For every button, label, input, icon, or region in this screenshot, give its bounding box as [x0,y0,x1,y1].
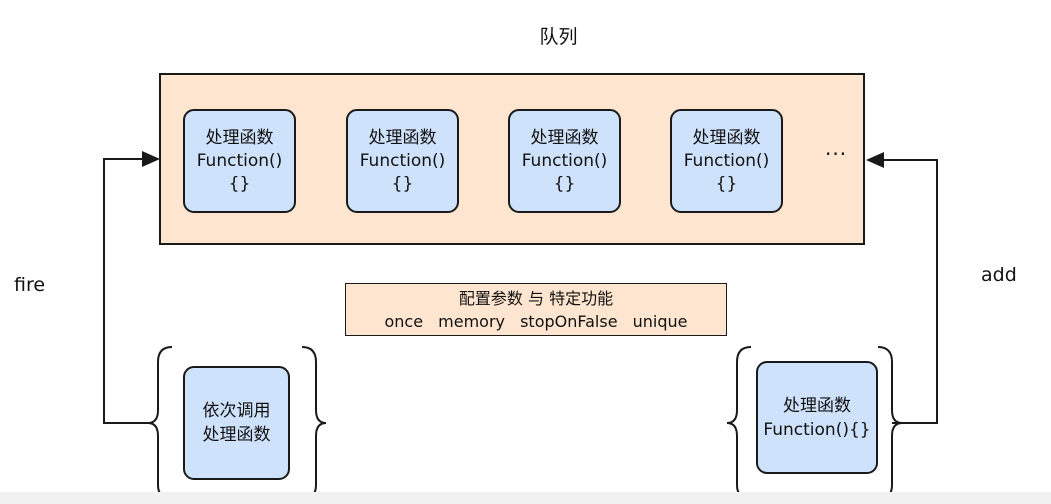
left-brace-left [147,346,173,500]
function-signature: Function() [683,150,770,171]
function-signature: Function() [359,150,446,171]
param-memory: memory [438,312,505,331]
param-unique: unique [632,312,688,331]
add-function-label: 处理函数 [783,395,851,416]
config-params: once memory stopOnFalse unique [346,310,726,333]
right-brace-right [877,346,903,500]
function-label: 处理函数 [530,127,599,148]
config-box: 配置参数 与 特定功能 once memory stopOnFalse uniq… [345,283,727,336]
function-label: 处理函数 [692,127,761,148]
function-body: {} [553,173,576,194]
function-body: {} [228,173,251,194]
fire-label: fire [14,274,46,296]
function-body: {} [391,173,414,194]
add-function-box: 处理函数 Function(){} [756,361,878,474]
invoke-box: 依次调用 处理函数 [183,366,290,480]
add-function-signature: Function(){} [763,419,871,440]
function-signature: Function() [196,150,283,171]
function-label: 处理函数 [205,127,274,148]
queue-title: 队列 [539,26,578,48]
add-arrow [866,152,938,424]
queue-function-box: 处理函数 Function() {} [183,109,296,213]
queue-function-box: 处理函数 Function() {} [670,109,783,213]
right-brace-left [726,346,752,500]
queue-function-box: 处理函数 Function() {} [508,109,621,213]
function-body: {} [715,173,738,194]
invoke-line-2: 处理函数 [202,425,271,445]
add-label: add [981,264,1017,286]
param-stop-on-false: stopOnFalse [520,312,618,331]
bottom-strip [0,492,1051,504]
param-once: once [384,312,424,331]
left-brace-right [301,346,327,500]
function-signature: Function() [521,150,608,171]
queue-function-box: 处理函数 Function() {} [346,109,459,213]
queue-ellipsis: ··· [825,142,848,166]
invoke-line-1: 依次调用 [202,401,271,421]
function-label: 处理函数 [368,127,437,148]
config-title: 配置参数 与 特定功能 [458,289,614,308]
fire-arrow [103,151,160,424]
